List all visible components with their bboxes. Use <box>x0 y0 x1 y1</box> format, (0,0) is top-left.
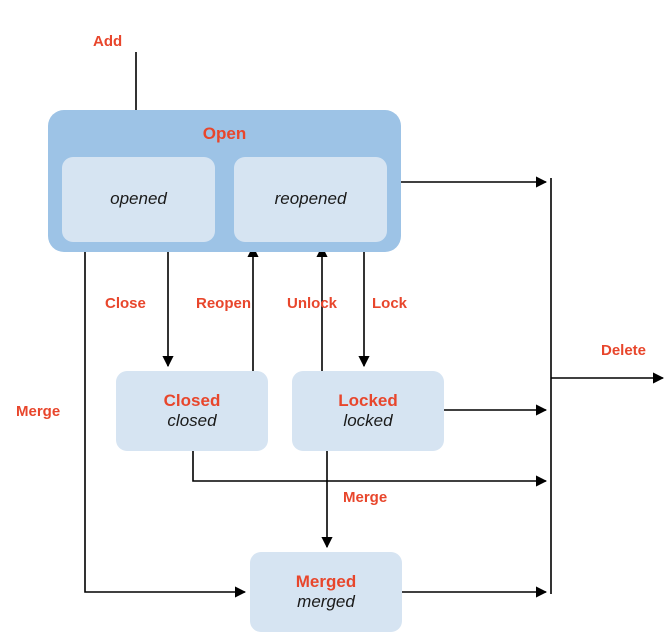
state-closed-name: closed <box>167 411 217 430</box>
edge-label-unlock: Unlock <box>287 295 338 312</box>
edge-label-lock: Lock <box>372 295 408 312</box>
edge-label-merge-center: Merge <box>343 489 388 506</box>
state-merged-title: Merged <box>295 571 357 591</box>
edge-label-delete: Delete <box>601 342 647 359</box>
edge-closed-to-trunk <box>192 451 548 487</box>
state-reopened[interactable]: reopened <box>234 157 387 242</box>
edge-label-close: Close <box>105 295 146 312</box>
state-merged-name: merged <box>297 592 355 611</box>
state-opened-name: opened <box>110 189 167 209</box>
edge-label-add: Add <box>93 33 123 50</box>
state-opened[interactable]: opened <box>62 157 215 242</box>
state-closed[interactable]: Closed closed <box>116 371 268 451</box>
state-locked-title: Locked <box>338 390 398 410</box>
edge-label-merge-left: Merge <box>16 403 61 420</box>
group-open-title: Open <box>202 124 247 143</box>
state-reopened-name: reopened <box>274 189 347 209</box>
state-merged[interactable]: Merged merged <box>250 552 402 632</box>
state-locked-name: locked <box>343 411 393 430</box>
edge-merge-left <box>84 252 247 598</box>
state-closed-title: Closed <box>163 390 221 410</box>
edge-label-reopen: Reopen <box>196 295 252 312</box>
state-locked[interactable]: Locked locked <box>292 371 444 451</box>
